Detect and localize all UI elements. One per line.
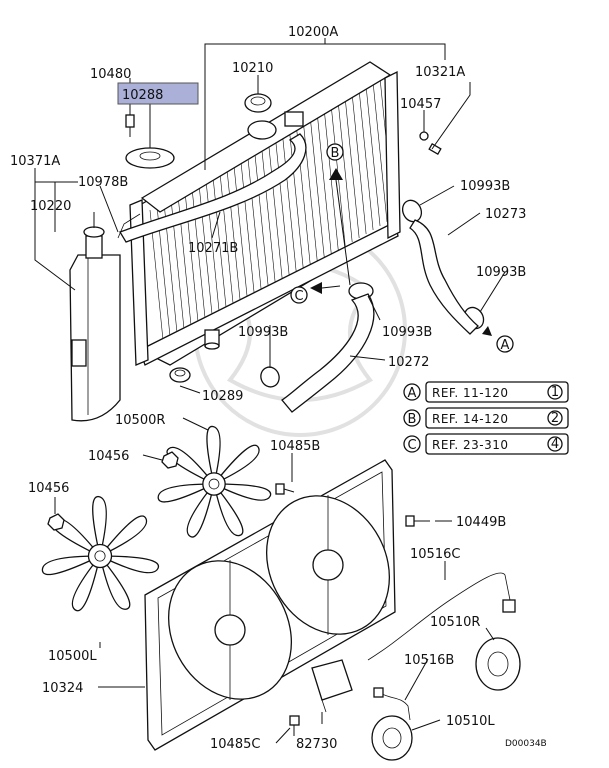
reference-c: C REF. 23-310 4	[403, 433, 569, 455]
hose-clamp-10993B-lower	[260, 366, 280, 388]
label-10200A[interactable]: 10200A	[288, 25, 338, 40]
reference-legend: A REF. 11-120 1B REF. 14-120 2C REF. 23-310 4	[403, 381, 569, 455]
bolt-10449B	[405, 515, 430, 527]
label-10485B[interactable]: 10485B	[270, 439, 320, 454]
reference-letter: A	[408, 386, 417, 401]
label-10449B[interactable]: 10449B	[456, 515, 506, 530]
label-10500R[interactable]: 10500R	[115, 413, 165, 428]
bolt-10485C	[289, 715, 300, 736]
reference-text: REF. 23-310	[432, 438, 509, 452]
bolt-10485B	[275, 483, 295, 495]
reference-page: 4	[551, 437, 559, 452]
label-10510R[interactable]: 10510R	[430, 615, 480, 630]
label-10289[interactable]: 10289	[202, 389, 243, 404]
label-10510L[interactable]: 10510L	[446, 714, 495, 729]
drawing-code: D00034B	[505, 739, 547, 749]
fan-shroud-10324	[144, 459, 396, 751]
label-10220[interactable]: 10220	[30, 199, 71, 214]
reference-b: B REF. 14-120 2	[403, 407, 569, 429]
reference-a: A REF. 11-120 1	[403, 381, 569, 403]
reference-text: REF. 14-120	[432, 412, 509, 426]
label-10273[interactable]: 10273	[485, 207, 526, 222]
nut-10456-lower	[47, 513, 65, 531]
part-labels: 10200A 10210 10321A 10480 10288 10457 10…	[10, 25, 547, 752]
fan-motor-10510R	[475, 637, 521, 691]
label-10993B-upper[interactable]: 10993B	[460, 179, 510, 194]
label-10993B-center[interactable]: 10993B	[382, 325, 432, 340]
label-10516B[interactable]: 10516B	[404, 653, 454, 668]
callout-b: B	[326, 143, 344, 161]
svg-text:B: B	[331, 146, 340, 161]
reference-letter: C	[407, 438, 416, 453]
radiator	[129, 61, 401, 366]
label-10210[interactable]: 10210	[232, 61, 273, 76]
label-10321A[interactable]: 10321A	[415, 65, 465, 80]
label-10324[interactable]: 10324	[42, 681, 83, 696]
label-10978B[interactable]: 10978B	[78, 175, 128, 190]
upper-hose-10271B	[119, 133, 307, 243]
hose-10273	[409, 219, 479, 335]
leader-lines	[34, 38, 506, 744]
callout-c: C	[290, 286, 308, 304]
reference-text: REF. 11-120	[432, 386, 509, 400]
label-10271B[interactable]: 10271B	[188, 241, 238, 256]
label-10500L[interactable]: 10500L	[48, 649, 97, 664]
label-10485C[interactable]: 10485C	[210, 737, 260, 752]
label-10456-lower[interactable]: 10456	[28, 481, 69, 496]
harness-10516C	[367, 572, 511, 661]
label-10993B-right[interactable]: 10993B	[476, 265, 526, 280]
label-10480[interactable]: 10480	[90, 67, 131, 82]
callout-a: A	[496, 335, 514, 353]
reference-page: 2	[551, 411, 559, 426]
clip-10457	[419, 131, 442, 155]
fan-10500L	[41, 496, 160, 612]
connector-10516C	[502, 599, 516, 613]
radiator-cap-10210	[244, 93, 272, 113]
svg-text:A: A	[501, 338, 510, 353]
label-10516C[interactable]: 10516C	[410, 547, 460, 562]
reference-letter: B	[408, 412, 417, 427]
reserve-tank-10371A	[69, 226, 121, 422]
svg-text:C: C	[294, 289, 303, 304]
label-82730[interactable]: 82730	[296, 737, 337, 752]
label-10371A[interactable]: 10371A	[10, 154, 60, 169]
flow-arrows	[310, 168, 492, 336]
label-10457[interactable]: 10457	[400, 97, 441, 112]
grommet-10289	[169, 367, 191, 383]
label-10288[interactable]: 10288	[122, 88, 163, 103]
fan-controller-82730	[311, 659, 353, 713]
nut-10456-upper	[161, 451, 179, 469]
reference-page: 1	[551, 385, 559, 400]
overflow-tube-10978B	[117, 213, 141, 239]
lower-hose-10272	[281, 293, 375, 413]
fan-motor-10510L	[371, 715, 413, 761]
label-10993B-lower[interactable]: 10993B	[238, 325, 288, 340]
label-10272[interactable]: 10272	[388, 355, 429, 370]
fan-10500R	[157, 425, 272, 538]
hose-clamp-10993B-upper	[401, 199, 423, 223]
highlight-10288	[117, 82, 199, 105]
label-10456-upper[interactable]: 10456	[88, 449, 129, 464]
